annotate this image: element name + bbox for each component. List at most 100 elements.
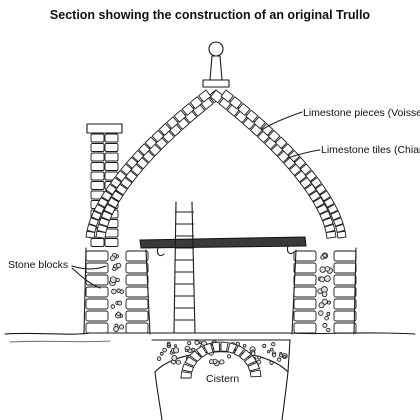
leader-chianca (286, 149, 321, 159)
dome-stone (220, 89, 234, 103)
cistern-voussoir (188, 350, 202, 362)
dome-stone (189, 96, 204, 110)
wall-block (333, 250, 357, 262)
cistern-voussoir (227, 342, 238, 354)
wall-block (293, 250, 317, 262)
wall-block (125, 250, 149, 262)
beam-bracket-left (156, 247, 165, 257)
beam-bracket-right (286, 245, 295, 255)
ladder (173, 201, 196, 334)
chimney-cap (86, 123, 123, 134)
left-wall-stones (85, 250, 149, 334)
dome-stone (114, 170, 127, 183)
dome-stone (85, 230, 96, 239)
dome-stone (173, 109, 187, 123)
dome-stone (125, 156, 139, 169)
dome-voussoirs (85, 89, 347, 239)
wall-block (85, 298, 109, 310)
chimney-stone (90, 143, 105, 152)
wall-block (125, 274, 149, 286)
dome-stone (323, 196, 335, 208)
wall-block (293, 274, 317, 286)
chimney-stone (104, 238, 119, 247)
chimney-stone (90, 133, 105, 143)
wall-block (333, 262, 357, 274)
wall-block (125, 262, 149, 274)
label-chianca: Limestone tiles (Chian (321, 144, 420, 156)
wall-block (333, 274, 357, 286)
wall-block (333, 322, 357, 334)
cistern-voussoir (181, 363, 194, 373)
dome-stone (237, 102, 251, 116)
left-wall-outline (83, 247, 151, 335)
cistern-voussoir (202, 342, 214, 355)
dome-stone (103, 203, 116, 215)
dome-stone (314, 183, 327, 196)
dome-stone (105, 183, 118, 196)
dome-stone (326, 203, 339, 215)
wall-block (85, 250, 109, 262)
dome-stone (198, 89, 212, 103)
dome-stone (253, 116, 267, 130)
dome-stone (97, 196, 109, 208)
leader-blocks-2 (71, 267, 101, 289)
cistern-voussoir (195, 345, 208, 358)
right-wall-stones (293, 250, 357, 334)
dome-stone (245, 109, 259, 123)
dome-stone (93, 203, 106, 215)
dome-stone (109, 176, 122, 189)
wall-block (293, 262, 317, 274)
dome-stone (274, 136, 288, 150)
dome-stone (151, 129, 165, 143)
floor-beam (139, 236, 307, 249)
chimney-stone (104, 143, 119, 152)
chimney-stone (90, 171, 105, 181)
chimney-stone (104, 133, 119, 143)
cistern-voussoir (180, 371, 192, 379)
label-cistern: Cistern (206, 373, 240, 385)
wall-block (333, 310, 357, 322)
label-voussoir: Limestone pieces (Voisse (303, 107, 420, 119)
dome-stone (138, 143, 151, 156)
wall-block (293, 310, 317, 322)
dome-stone (312, 196, 325, 209)
diagram-title: Section showing the construction of an o… (49, 8, 371, 22)
ground-line-lower (9, 340, 111, 343)
dome-stone (310, 176, 323, 189)
dome-stone (158, 122, 172, 136)
dome-stone (181, 102, 195, 116)
wall-block (85, 286, 109, 298)
dome-stone (325, 230, 337, 239)
cistern-voussoir (247, 361, 261, 372)
dome-stone (299, 163, 312, 176)
chimney-stone (90, 162, 105, 171)
cistern-voussoir (243, 354, 257, 366)
cistern-voussoir (249, 369, 262, 378)
wall-block (85, 310, 109, 322)
dome-stone (95, 230, 107, 239)
wall-block (333, 286, 357, 298)
right-wall-outline (291, 247, 357, 335)
dome-stone (281, 143, 294, 156)
pinnacle (202, 41, 230, 88)
leader-blocks-1 (71, 265, 107, 270)
dome-stone (260, 122, 274, 136)
wall-block (293, 322, 317, 334)
dome-stone (144, 136, 158, 150)
dome-stone (316, 203, 329, 215)
wall-block (125, 310, 149, 322)
cistern-voussoir (239, 349, 252, 361)
wall-block (333, 298, 357, 310)
cistern-voussoir (233, 344, 246, 357)
label-stone-blocks: Stone blocks (8, 259, 69, 271)
dome-stone (100, 190, 113, 202)
cistern-voussoir (220, 341, 229, 352)
dome-stone (120, 163, 133, 176)
dome-stone (131, 149, 145, 163)
dome-stone (305, 170, 318, 183)
dome-stone (90, 210, 102, 221)
cistern-arch-stones (180, 341, 262, 379)
dome-stone (293, 156, 307, 169)
